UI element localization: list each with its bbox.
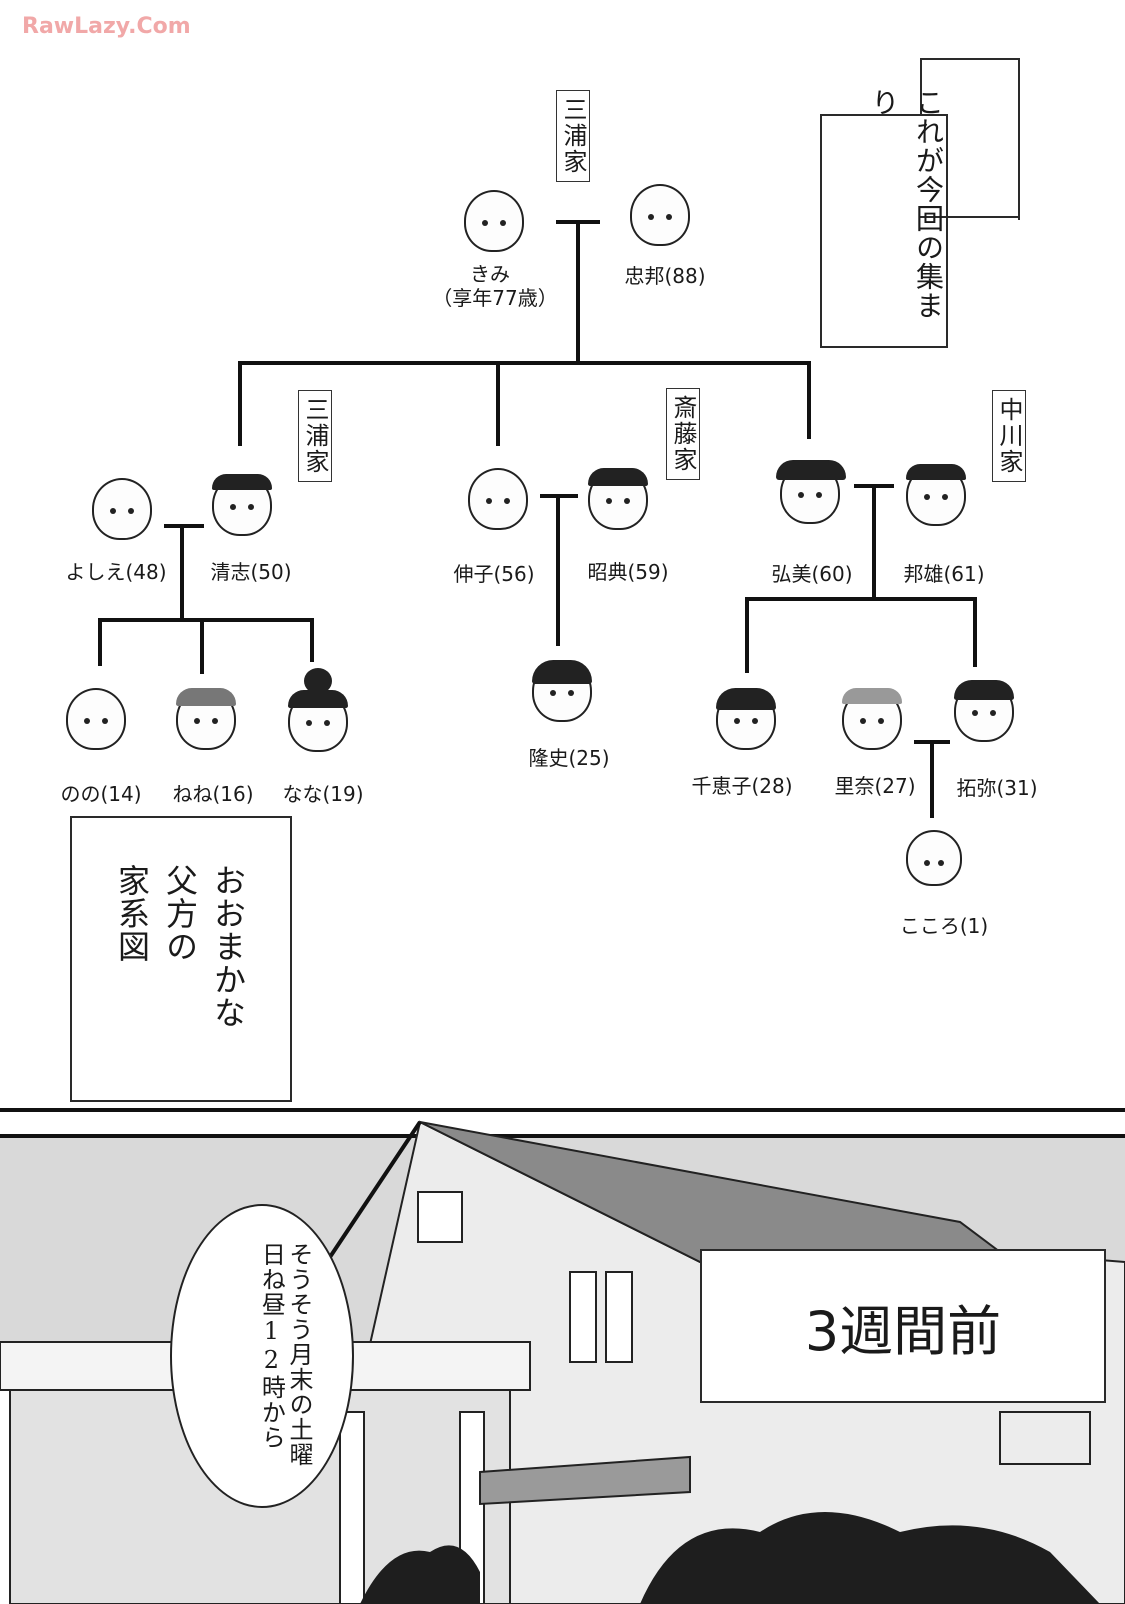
name-takuya: 拓弥(31): [956, 776, 1038, 800]
tree-line: [238, 361, 811, 365]
name-kimi: きみ: [470, 262, 510, 286]
face-chieko-icon: [716, 688, 776, 750]
face-hiromi-icon: [776, 460, 846, 524]
face-akinori-icon: [588, 468, 648, 530]
name-akinori: 昭典(59): [587, 560, 669, 584]
name-kunio: 邦雄(61): [903, 562, 985, 586]
tree-line: [310, 618, 314, 662]
name-hiromi: 弘美(60): [771, 562, 853, 586]
name-nana: なな(19): [282, 782, 364, 806]
name-nobuko: 伸子(56): [453, 562, 535, 586]
name-kokoro: こころ(1): [899, 914, 989, 938]
tree-line: [164, 524, 204, 528]
name-kimi-note: （享年77歳）: [432, 286, 558, 310]
narration-left-line2: 父方の: [161, 864, 199, 963]
face-kiyoshi-icon: [212, 474, 272, 536]
narration-left-line1: おおまかな: [209, 864, 247, 1029]
watermark: RawLazy.Com: [22, 14, 191, 39]
tree-line: [745, 597, 977, 601]
tree-line: [180, 524, 184, 620]
face-rina-icon: [842, 688, 902, 750]
tree-line: [576, 220, 580, 363]
bottom-panel: そうそう月末の土曜日ね昼12時から 3週間前: [0, 1108, 1125, 1604]
face-tadakuni-icon: [630, 184, 690, 246]
tree-line: [556, 494, 560, 646]
name-tadakuni: 忠邦(88): [624, 264, 706, 288]
narration-top-text: これが今回の集まり: [867, 88, 945, 320]
name-chieko: 千恵子(28): [691, 774, 793, 798]
face-kimi-icon: [464, 190, 524, 252]
face-nono-icon: [66, 688, 126, 750]
tree-line: [973, 597, 977, 667]
name-takashi: 隆史(25): [528, 746, 610, 770]
face-nana-icon: [288, 668, 348, 752]
label-miura-top: 三浦家: [556, 90, 590, 182]
tree-line: [238, 361, 242, 446]
tree-line: [930, 740, 934, 818]
speech-bubble: [170, 1204, 354, 1508]
face-nobuko-icon: [468, 468, 528, 530]
face-takashi-icon: [532, 660, 592, 722]
face-yoshie-icon: [92, 478, 152, 540]
narration-left-line3: 家系図: [113, 864, 151, 963]
tree-line: [872, 484, 876, 598]
face-kokoro-icon: [906, 830, 962, 886]
narration-left-box: おおまかな 父方の 家系図: [70, 816, 292, 1102]
narration-top-box: これが今回の集まり: [820, 58, 1020, 348]
face-nene-icon: [176, 688, 236, 750]
tree-line: [98, 618, 314, 622]
tree-line: [807, 361, 811, 439]
name-kiyoshi: 清志(50): [210, 560, 292, 584]
tree-line: [200, 618, 204, 674]
tree-line: [745, 597, 749, 673]
label-nakagawa: 中川家: [992, 390, 1026, 482]
face-kunio-icon: [906, 464, 966, 526]
name-nono: のの(14): [60, 782, 142, 806]
label-saito: 斎藤家: [666, 388, 700, 480]
time-caption: 3週間前: [700, 1249, 1106, 1403]
name-rina: 里奈(27): [834, 774, 916, 798]
tree-line: [98, 618, 102, 666]
speech-text: そうそう月末の土曜日ね昼12時から: [257, 1242, 313, 1467]
name-yoshie: よしえ(48): [65, 560, 167, 584]
name-nene: ねね(16): [172, 782, 254, 806]
tree-line: [496, 361, 500, 446]
label-miura-left: 三浦家: [298, 390, 332, 482]
face-takuya-icon: [954, 680, 1014, 742]
